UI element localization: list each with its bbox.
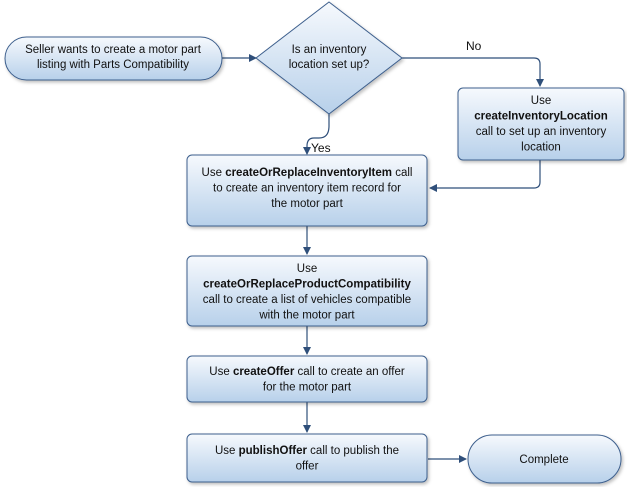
decision-line: Is an inventory [292, 44, 367, 56]
publish-line: offer [296, 461, 319, 473]
inventory-item-line: the motor part [271, 198, 343, 210]
compatibility-node-shape [186, 255, 428, 327]
offer-node-shape [186, 355, 428, 403]
inventory-item-node-label: Use createOrReplaceInventoryItem call to … [202, 167, 413, 210]
compatibility-node-label: Use createOrReplaceProductCompatibility ca… [203, 263, 412, 322]
start-node-shape [4, 36, 223, 81]
offer-line: for the motor part [263, 382, 352, 394]
complete-node-shape [467, 434, 622, 484]
inventory-item-line: to create an inventory item record for [213, 183, 401, 195]
decision-line: location set up? [289, 59, 370, 71]
edge-label-yes: Yes [311, 141, 331, 155]
complete-node-label: Complete [519, 454, 568, 466]
create-location-line: call to set up an inventory [476, 126, 607, 138]
create-location-node-shape [457, 87, 625, 161]
compatibility-line: with the motor part [258, 310, 355, 322]
start-line: listing with Parts Compatibility [37, 59, 189, 71]
decision-node-shape [255, 1, 403, 115]
connectors [222, 54, 544, 463]
publish-node-label: Use publishOffer call to publish the offe… [215, 445, 399, 473]
offer-node-label: Use createOffer call to create an offer f… [209, 366, 405, 394]
offer-line: Use createOffer call to create an offer [209, 366, 405, 378]
edge-label-no: No [466, 39, 482, 53]
start-node-label: Seller wants to create a motor part listi… [25, 44, 202, 71]
publish-node-shape [186, 433, 428, 483]
start-line: Seller wants to create a motor part [25, 44, 202, 56]
create-location-node-label: Use createInventoryLocation call to set up… [474, 95, 608, 154]
compatibility-line: call to create a list of vehicles compat… [203, 294, 411, 306]
decision-node-label: Is an inventory location set up? [289, 44, 370, 71]
create-location-line: createInventoryLocation [474, 111, 608, 123]
create-location-line: Use [531, 95, 551, 107]
complete-line: Complete [519, 454, 568, 466]
publish-line: Use publishOffer call to publish the [215, 445, 399, 457]
edge-location-to-item [429, 160, 541, 192]
edge-decision-yes [303, 114, 330, 155]
shapes [4, 1, 625, 484]
inventory-item-node-shape [186, 154, 428, 227]
inventory-item-line: Use createOrReplaceInventoryItem call [202, 167, 413, 179]
edge-decision-no [402, 57, 544, 87]
compatibility-line: createOrReplaceProductCompatibility [203, 279, 411, 291]
compatibility-line: Use [297, 263, 317, 275]
create-location-line: location [521, 142, 561, 154]
